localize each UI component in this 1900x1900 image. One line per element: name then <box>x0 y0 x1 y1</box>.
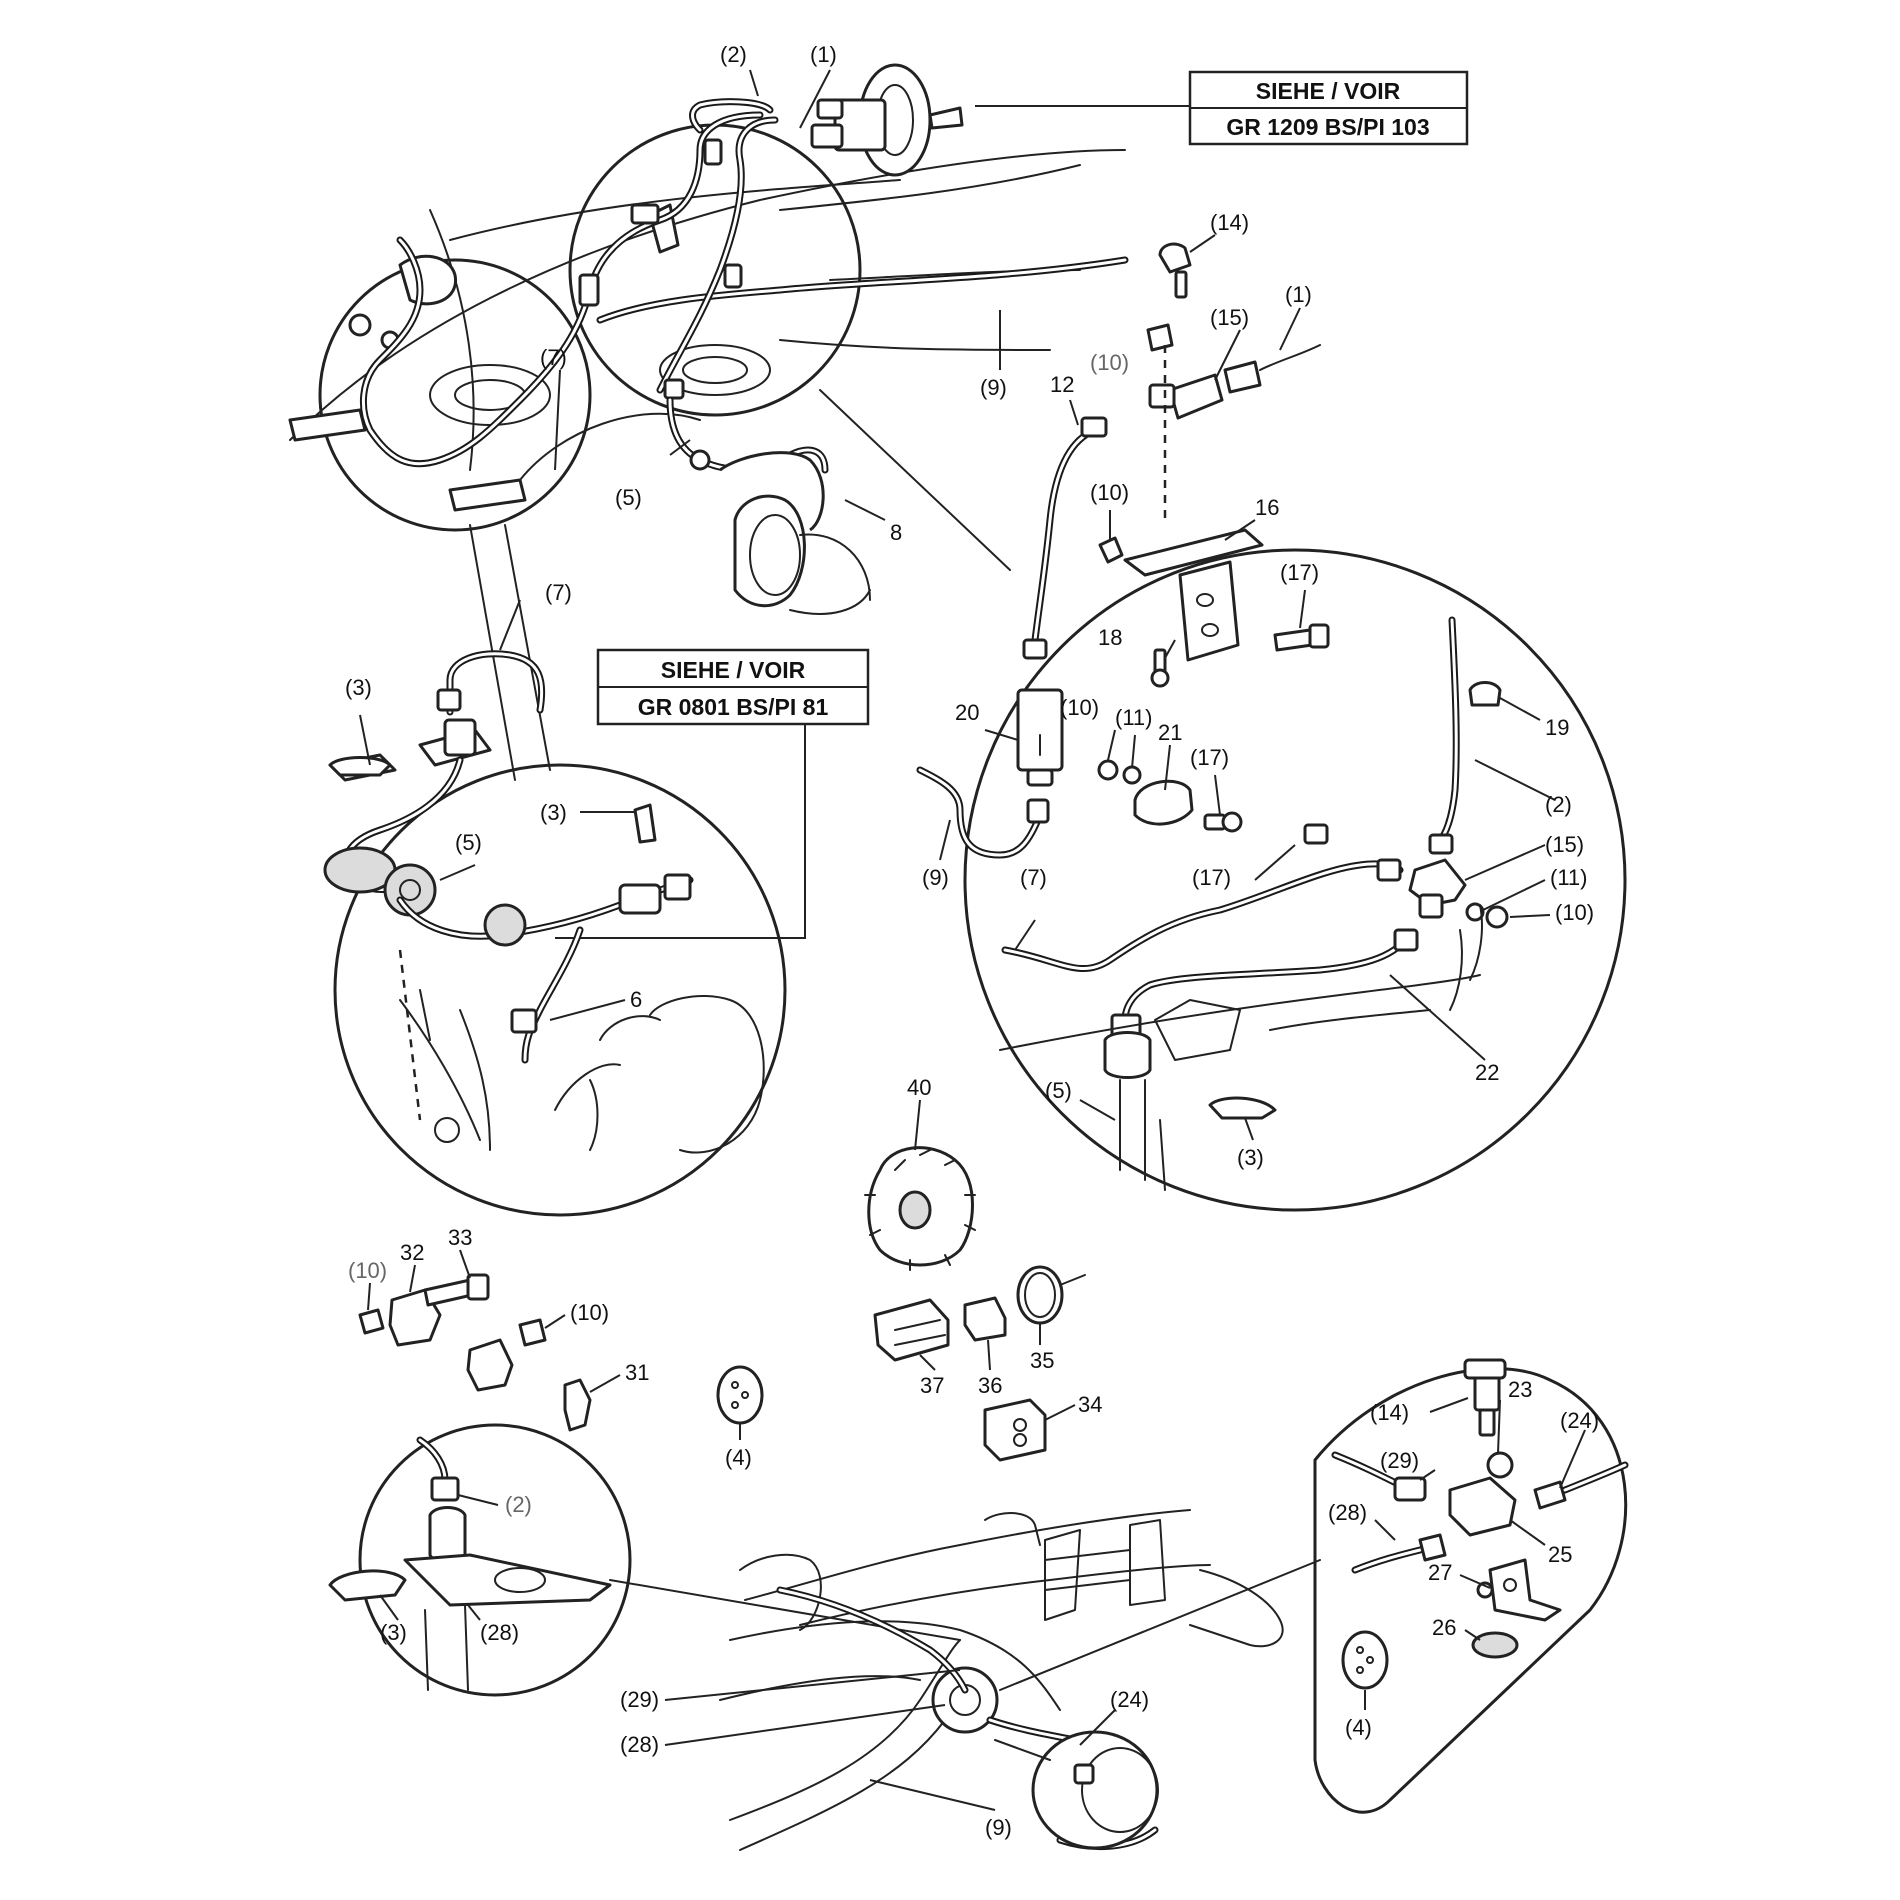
leader-lines <box>359 69 1586 1811</box>
callout-label[interactable]: (5) <box>615 485 642 510</box>
callout-label[interactable]: (4) <box>725 1445 752 1470</box>
callout-label[interactable]: (17) <box>1280 560 1319 585</box>
callout-label[interactable]: (15) <box>1210 305 1249 330</box>
callout-label[interactable]: 31 <box>625 1360 649 1385</box>
callout-label[interactable]: 25 <box>1548 1542 1572 1567</box>
callout-label[interactable]: 34 <box>1078 1392 1102 1417</box>
callout-label[interactable]: 32 <box>400 1240 424 1265</box>
callout-label[interactable]: (28) <box>1328 1500 1367 1525</box>
callout-label[interactable]: (24) <box>1110 1687 1149 1712</box>
rear-axle-illustration <box>719 1509 1284 1851</box>
callout-label[interactable]: 33 <box>448 1225 472 1250</box>
callout-label[interactable]: (24) <box>1560 1408 1599 1433</box>
callout-label[interactable]: (2) <box>1545 792 1572 817</box>
callout-labels: (2) (1) (14) (1) (15) (10) (9) 12 (5) 8 … <box>345 42 1599 1840</box>
callout-label[interactable]: 37 <box>920 1373 944 1398</box>
callout-label[interactable]: 23 <box>1508 1377 1532 1402</box>
callout-label[interactable]: (28) <box>620 1732 659 1757</box>
callout-label[interactable]: 35 <box>1030 1348 1054 1373</box>
distribution-detail <box>916 242 1509 1191</box>
callout-label[interactable]: 21 <box>1158 720 1182 745</box>
callout-label[interactable]: (15) <box>1545 832 1584 857</box>
callout-label[interactable]: (1) <box>810 42 837 67</box>
callout-label[interactable]: (11) <box>1115 705 1153 730</box>
callout-label[interactable]: 19 <box>1545 715 1569 740</box>
callout-label[interactable]: (2) <box>720 42 747 67</box>
reference-leader-line <box>555 724 806 939</box>
callout-label[interactable]: (3) <box>1237 1145 1264 1170</box>
clip-part <box>328 756 392 777</box>
callout-label[interactable]: (17) <box>1192 865 1231 890</box>
loose-parts <box>358 1146 1086 1462</box>
callout-label[interactable]: 8 <box>890 520 902 545</box>
callout-label[interactable]: (3) <box>345 675 372 700</box>
detail-circles <box>318 123 1628 1814</box>
callout-label[interactable]: (2) <box>505 1492 532 1517</box>
callout-label[interactable]: (9) <box>985 1815 1012 1840</box>
callout-label[interactable]: 6 <box>630 987 642 1012</box>
callout-label[interactable]: (17) <box>1190 745 1229 770</box>
rear-tpiece-detail <box>1331 1358 1629 1690</box>
callout-label[interactable]: 26 <box>1432 1615 1456 1640</box>
callout-label[interactable]: (5) <box>455 830 482 855</box>
callout-label[interactable]: (14) <box>1370 1400 1409 1425</box>
reference-code: GR 1209 BS/PI 103 <box>1226 114 1429 140</box>
callout-label[interactable]: (7) <box>1020 865 1047 890</box>
callout-label[interactable]: (11) <box>1550 865 1588 890</box>
callout-label[interactable]: (10) <box>1090 480 1129 505</box>
reference-header: SIEHE / VOIR <box>1256 78 1401 104</box>
callout-label[interactable]: (3) <box>380 1620 407 1645</box>
reference-box-gr-0801[interactable]: SIEHE / VOIR GR 0801 BS/PI 81 <box>596 648 870 726</box>
callout-label[interactable]: (14) <box>1210 210 1249 235</box>
callout-label[interactable]: 27 <box>1428 1560 1452 1585</box>
callout-label[interactable]: (3) <box>540 800 567 825</box>
callout-label[interactable]: (29) <box>1380 1448 1419 1473</box>
callout-label[interactable]: (4) <box>1345 1715 1372 1740</box>
callout-label[interactable]: (9) <box>980 375 1007 400</box>
callout-label[interactable]: (28) <box>480 1620 519 1645</box>
callout-label[interactable]: 16 <box>1255 495 1279 520</box>
callout-label[interactable]: 22 <box>1475 1060 1499 1085</box>
callout-label[interactable]: (7) <box>540 345 567 370</box>
callout-label[interactable]: 20 <box>955 700 979 725</box>
callout-label[interactable]: (10) <box>1555 900 1594 925</box>
reference-code: GR 0801 BS/PI 81 <box>638 694 829 720</box>
callout-label[interactable]: (1) <box>1285 282 1312 307</box>
callout-label[interactable]: (9) <box>922 865 949 890</box>
callout-label[interactable]: 18 <box>1098 625 1122 650</box>
callout-label[interactable]: 36 <box>978 1373 1002 1398</box>
callout-label[interactable]: (10) <box>570 1300 609 1325</box>
callout-label[interactable]: (10) <box>1090 350 1129 375</box>
callout-label[interactable]: (29) <box>620 1687 659 1712</box>
callout-label[interactable]: 40 <box>907 1075 931 1100</box>
reference-box-gr-1209[interactable]: SIEHE / VOIR GR 1209 BS/PI 103 <box>1188 70 1469 146</box>
front-chassis-illustration <box>288 63 1129 615</box>
callout-label[interactable]: 12 <box>1050 372 1074 397</box>
callout-label[interactable]: (10) <box>348 1258 387 1283</box>
front-hose-detail <box>323 650 765 1154</box>
callout-label[interactable]: (7) <box>545 580 572 605</box>
reference-header: SIEHE / VOIR <box>661 657 806 683</box>
rear-union-detail <box>328 1436 612 1691</box>
callout-label[interactable]: (10) <box>1060 695 1099 720</box>
callout-label[interactable]: (5) <box>1045 1078 1072 1103</box>
